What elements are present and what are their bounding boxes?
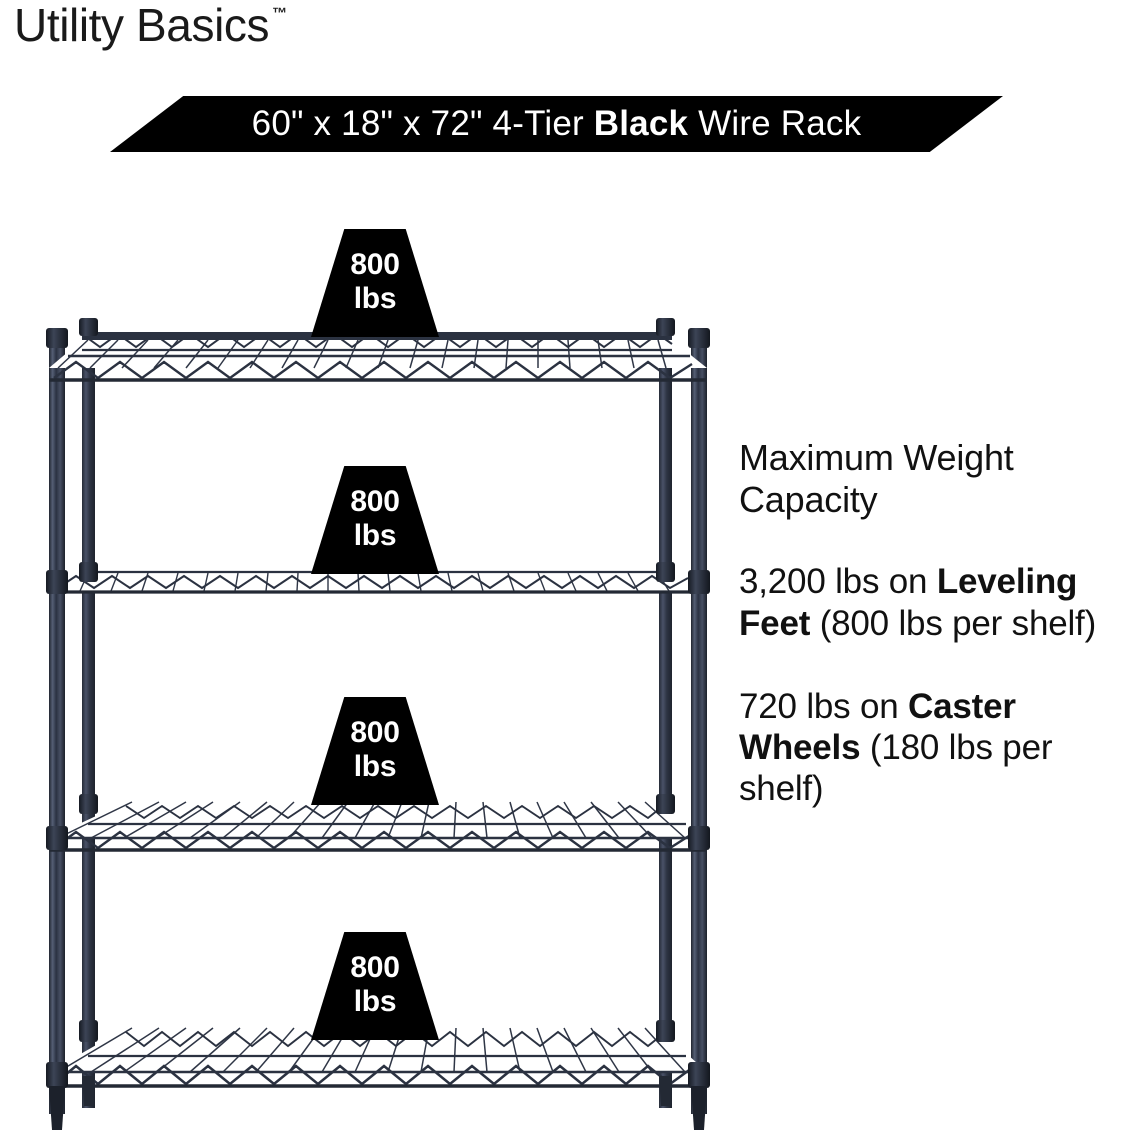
banner-text-tail: Wire Rack	[688, 103, 862, 143]
caster-wheels-tail: (180 lbs per shelf)	[739, 728, 1053, 809]
caster-wheels-bold: Caster Wheels	[739, 686, 1016, 768]
banner-text-lead: 60" x 18" x 72" 4-Tier	[251, 103, 594, 143]
weight-unit: lbs	[353, 985, 397, 1018]
wire-rack-drawing	[46, 318, 710, 1130]
weight-value: 800	[350, 247, 400, 281]
trademark-symbol: ™	[272, 5, 288, 22]
weight-unit: lbs	[353, 282, 397, 315]
shelf-tier-1	[46, 318, 710, 382]
product-title-banner: 60" x 18" x 72" 4-Tier Black Wire Rack	[110, 96, 1003, 152]
caster-wheels-capacity: 720 lbs on Caster Wheels (180 lbs per sh…	[739, 686, 1119, 810]
wire-rack-illustration	[18, 200, 738, 1136]
leveling-feet-capacity: 3,200 lbs on Leveling Feet (800 lbs per …	[739, 561, 1119, 644]
shelf-tier-3	[46, 794, 710, 852]
weight-unit: lbs	[353, 519, 397, 552]
weight-value: 800	[350, 950, 400, 984]
brand-name: Utility Basics	[14, 0, 270, 51]
weight-value: 800	[350, 715, 400, 749]
product-title-text: 60" x 18" x 72" 4-Tier Black Wire Rack	[252, 106, 862, 143]
weight-capacity-info: Maximum Weight Capacity 3,200 lbs on Lev…	[739, 437, 1119, 810]
leveling-feet-bold: Leveling Feet	[739, 562, 1078, 643]
banner-bold-word: Black	[593, 103, 689, 143]
info-heading: Maximum Weight Capacity	[739, 437, 1014, 521]
caster-wheels-lead: 720 lbs on	[739, 686, 909, 726]
weight-unit: lbs	[353, 750, 397, 783]
leveling-feet-tail: (800 lbs per shelf)	[810, 603, 1097, 643]
weight-value: 800	[350, 484, 400, 518]
leveling-feet-lead: 3,200 lbs on	[739, 562, 937, 602]
brand-logo: Utility Basics ™	[14, 2, 287, 48]
leveling-feet	[49, 1076, 707, 1130]
